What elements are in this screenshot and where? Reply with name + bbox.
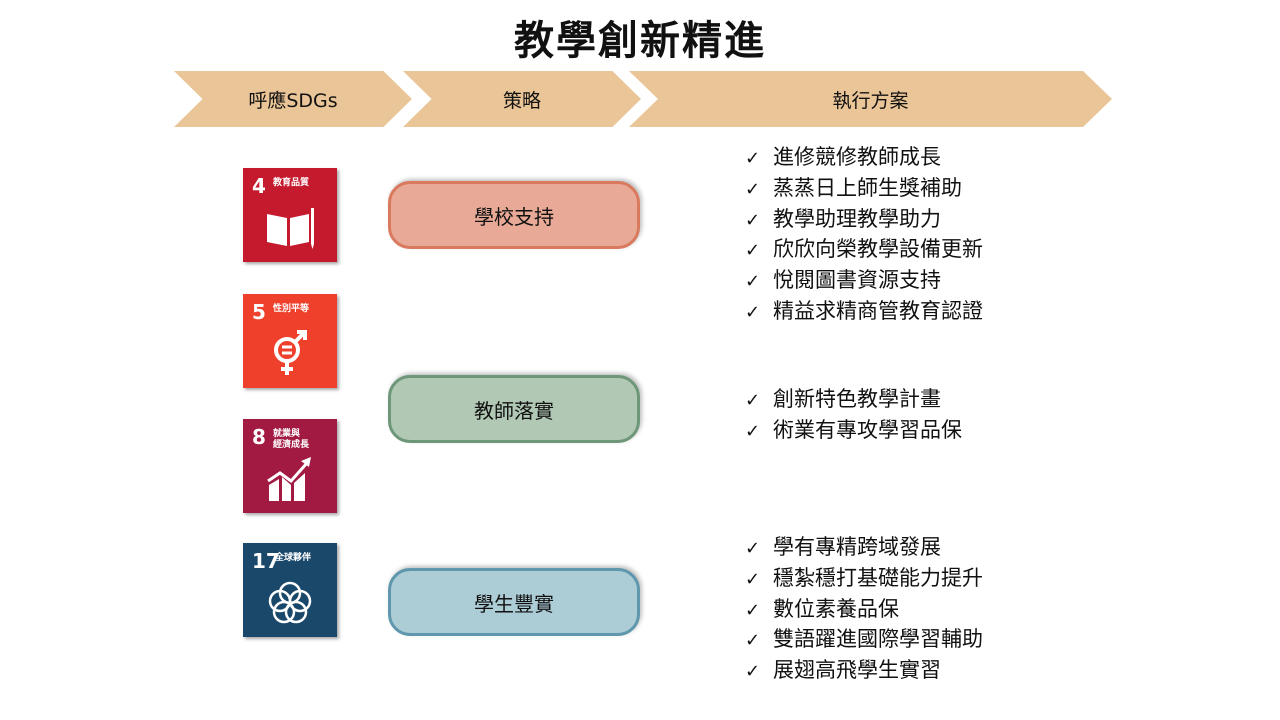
check-icon: ✓ [745, 599, 761, 621]
sdg-5-tile: 5 性別平等 [243, 294, 337, 388]
check-icon: ✓ [745, 301, 761, 323]
plan-item: ✓ 展翅高飛學生實習 [745, 656, 983, 687]
page-title: 教學創新精進 [514, 18, 766, 64]
sdg-8-tile: 8 就業與經濟成長 [243, 419, 337, 513]
header-label: 執行方案 [832, 89, 909, 112]
strategy-label: 學生豐實 [474, 591, 554, 616]
plan-text: 精益求精商管教育認證 [773, 298, 983, 323]
check-icon: ✓ [745, 568, 761, 590]
gender-equality-icon [274, 330, 307, 375]
check-icon: ✓ [745, 209, 761, 231]
header-label: 策略 [502, 89, 541, 112]
partnership-rings-icon [268, 581, 312, 624]
check-icon: ✓ [745, 271, 761, 293]
check-icon: ✓ [745, 630, 761, 652]
plan-item: ✓ 學有專精跨域發展 [745, 533, 983, 564]
plan-text: 悅閱圖書資源支持 [773, 268, 941, 293]
plan-list-student: ✓ 學有專精跨域發展 ✓ 穩紮穩打基礎能力提升 ✓ 數位素養品保 ✓ 雙語躍進國際學習輔… [745, 533, 983, 687]
check-icon: ✓ [745, 178, 761, 200]
plan-text: 展翅高飛學生實習 [773, 658, 941, 683]
sdg-number: 5 [252, 300, 266, 324]
plan-item: ✓ 創新特色教學計畫 [745, 385, 962, 416]
plan-list-teacher: ✓ 創新特色教學計畫 ✓ 術業有專攻學習品保 [745, 385, 962, 447]
plan-item: ✓ 欣欣向榮教學設備更新 [745, 235, 983, 266]
sdg-label: 教育品質 [273, 178, 310, 188]
plan-item: ✓ 教學助理教學助力 [745, 205, 983, 236]
header-sdgs: 呼應SDGs [174, 71, 412, 127]
plan-text: 數位素養品保 [773, 596, 899, 621]
strategy-teacher-implementation: 教師落實 [388, 375, 640, 443]
plan-item: ✓ 蒸蒸日上師生獎補助 [745, 174, 983, 205]
plan-text: 學有專精跨域發展 [773, 535, 941, 559]
sdg-label: 全球夥伴 [275, 553, 312, 563]
sdg-17-tile: 17 全球夥伴 [243, 543, 337, 637]
header-strategy: 策略 [403, 71, 641, 127]
plan-text: 穩紮穩打基礎能力提升 [773, 565, 983, 590]
sdg-number: 8 [252, 425, 266, 449]
plan-text: 創新特色教學計畫 [773, 387, 941, 411]
check-icon: ✓ [745, 148, 761, 169]
check-icon: ✓ [745, 420, 761, 442]
strategy-label: 教師落實 [474, 398, 554, 423]
plan-text: 雙語躍進國際學習輔助 [773, 627, 983, 652]
plan-text: 術業有專攻學習品保 [773, 417, 962, 442]
check-icon: ✓ [745, 390, 761, 411]
plan-item: ✓ 進修競修教師成長 [745, 143, 983, 174]
plan-text: 進修競修教師成長 [773, 145, 941, 169]
plan-item: ✓ 精益求精商管教育認證 [745, 297, 983, 328]
sdg-label: 就業與經濟成長 [273, 429, 309, 451]
plan-list-school: ✓ 進修競修教師成長 ✓ 蒸蒸日上師生獎補助 ✓ 教學助理教學助力 ✓ 欣欣向榮教學設備… [745, 143, 983, 328]
plan-item: ✓ 術業有專攻學習品保 [745, 416, 962, 447]
strategy-label: 學校支持 [474, 204, 554, 229]
plan-item: ✓ 穩紮穩打基礎能力提升 [745, 564, 983, 595]
plan-item: ✓ 數位素養品保 [745, 595, 983, 626]
sdg-label-line2: 經濟成長 [273, 440, 310, 450]
sdg-label: 性別平等 [273, 304, 310, 314]
strategy-student-enrichment: 學生豐實 [388, 568, 640, 636]
sdg-4-tile: 4 教育品質 [243, 168, 337, 262]
plan-item: ✓ 悅閱圖書資源支持 [745, 266, 983, 297]
header-label: 呼應SDGs [248, 89, 338, 112]
check-icon: ✓ [745, 240, 761, 262]
plan-text: 蒸蒸日上師生獎補助 [773, 175, 962, 200]
book-pencil-icon [267, 208, 314, 249]
growth-chart-icon [267, 457, 311, 501]
plan-text: 欣欣向榮教學設備更新 [773, 237, 983, 262]
sdg-number: 17 [252, 549, 280, 573]
check-icon: ✓ [745, 538, 761, 559]
plan-text: 教學助理教學助力 [773, 206, 941, 231]
plan-item: ✓ 雙語躍進國際學習輔助 [745, 625, 983, 656]
strategy-school-support: 學校支持 [388, 181, 640, 249]
sdg-number: 4 [252, 174, 266, 198]
header-plans: 執行方案 [629, 71, 1112, 127]
sdg-label-line1: 就業與 [273, 429, 301, 439]
check-icon: ✓ [745, 661, 761, 683]
